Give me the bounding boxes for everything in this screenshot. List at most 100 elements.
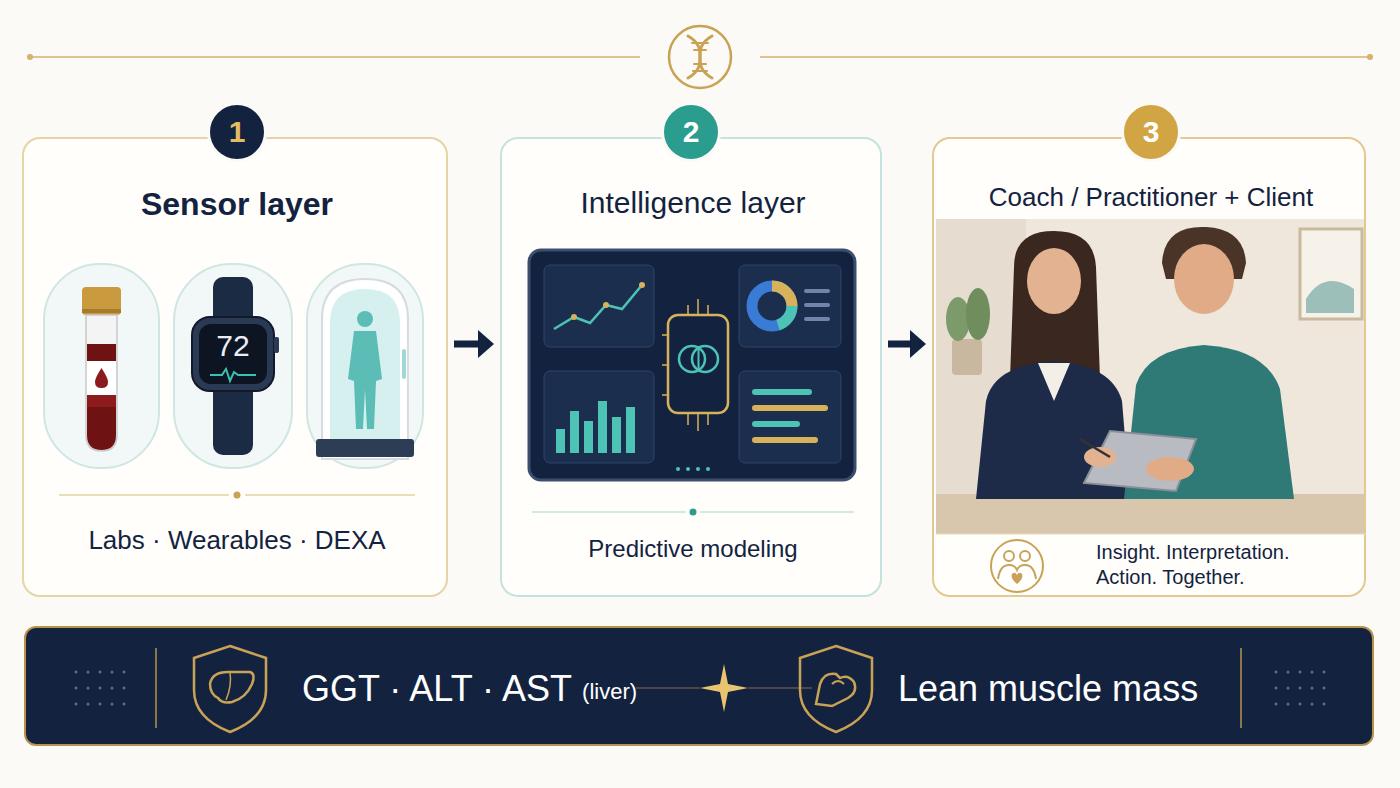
text-holder: GGT · ALT · AST xyxy=(302,666,572,711)
graphic-part xyxy=(772,286,792,306)
graphic-part xyxy=(612,417,621,453)
card-caption: Insight. Interpretation. Action. Togethe… xyxy=(1096,540,1346,590)
arrow-head xyxy=(910,330,926,358)
graphic-part xyxy=(626,407,635,453)
graphic-part xyxy=(1275,687,1278,690)
graphic-part xyxy=(584,421,593,453)
graphic-part xyxy=(194,646,266,732)
layer-card: Coach / Practitioner + ClientInsight. In… xyxy=(932,137,1366,597)
graphic-part xyxy=(75,687,78,690)
coaching-photo xyxy=(936,219,1366,592)
graphic-part xyxy=(698,348,700,371)
graphic-part xyxy=(1299,671,1302,674)
graphic-part xyxy=(936,494,1364,534)
graphic-part xyxy=(1299,687,1302,690)
card-heading: Sensor layer xyxy=(38,184,436,224)
graphic-part xyxy=(226,672,231,700)
graphic-part xyxy=(82,309,121,313)
graphic-part xyxy=(210,369,256,381)
graphic-part xyxy=(707,305,709,315)
marker-text: Lean muscle mass xyxy=(898,666,1198,711)
graphic-part xyxy=(707,413,709,425)
rule-dot xyxy=(27,54,33,60)
graphic-part xyxy=(556,429,565,453)
graphic-part xyxy=(1010,231,1100,379)
graphic-part xyxy=(75,703,78,706)
graphic-part xyxy=(75,671,78,674)
graphic-part xyxy=(111,687,114,690)
graphic-part xyxy=(59,494,229,496)
step-number: 2 xyxy=(683,117,700,147)
graphic-part xyxy=(1038,363,1070,401)
graphic-part xyxy=(991,540,1043,592)
card-caption: Predictive modeling xyxy=(516,534,870,564)
graphic-part xyxy=(532,511,686,513)
graphic-part xyxy=(700,664,748,712)
graphic-part xyxy=(936,219,1364,534)
graphic-part xyxy=(804,317,830,321)
graphic-part xyxy=(694,63,706,65)
graphic-part xyxy=(700,511,854,513)
graphic-part xyxy=(1323,703,1326,706)
graphic-part xyxy=(571,314,577,320)
dashboard-illustration xyxy=(529,250,855,516)
header-rule xyxy=(760,56,1370,58)
graphic-part xyxy=(544,371,654,463)
text-holder: Predictive modeling xyxy=(516,534,870,564)
card-heading: Intelligence layer xyxy=(516,184,870,222)
graphic-part xyxy=(1300,229,1362,319)
card-caption: Labs · Wearables · DEXA xyxy=(38,524,436,557)
graphic-part xyxy=(1012,573,1023,584)
graphic-part xyxy=(87,687,90,690)
watch-reading: 72 xyxy=(199,329,267,362)
graphic-part xyxy=(87,671,90,674)
graphic-part xyxy=(234,492,241,499)
graphic-part xyxy=(402,349,406,379)
arrow-head xyxy=(478,330,494,358)
graphic-part xyxy=(322,279,408,459)
text-holder: 72 xyxy=(199,329,267,362)
marker-band: GGT · ALT · AST(liver)Lean muscle mass xyxy=(24,626,1374,746)
graphic-part xyxy=(123,687,126,690)
graphic-part xyxy=(752,421,800,427)
step-badge: 1 xyxy=(207,102,267,162)
graphic-part xyxy=(95,368,108,388)
graphic-part xyxy=(686,467,690,471)
graphic-part xyxy=(688,36,712,78)
graphic-part xyxy=(82,287,121,315)
graphic-part xyxy=(1311,687,1314,690)
rule-dot xyxy=(1367,54,1373,60)
graphic-part xyxy=(99,687,102,690)
graphic-part xyxy=(1275,703,1278,706)
graphic-part xyxy=(529,250,855,480)
graphic-part xyxy=(778,306,792,325)
graphic-part xyxy=(816,674,855,706)
text-holder: Intelligence layer xyxy=(516,184,870,222)
graphic-part xyxy=(99,671,102,674)
graphic-part xyxy=(688,36,712,78)
graphic-part xyxy=(804,289,830,293)
step-badge: 3 xyxy=(1121,102,1181,162)
graphic-part xyxy=(1323,671,1326,674)
graphic-part xyxy=(1287,687,1290,690)
graphic-part xyxy=(966,288,990,340)
graphic-part xyxy=(123,671,126,674)
graphic-part xyxy=(174,264,292,468)
graphic-part xyxy=(1323,687,1326,690)
graphic-part xyxy=(87,703,90,706)
graphic-part xyxy=(199,324,267,384)
graphic-part xyxy=(668,315,728,413)
graphic-part xyxy=(1020,551,1030,561)
graphic-part xyxy=(1299,703,1302,706)
graphic-part xyxy=(832,681,844,684)
graphic-part xyxy=(1287,703,1290,706)
graphic-part xyxy=(752,405,828,411)
graphic-part xyxy=(694,49,706,51)
graphic-part xyxy=(693,70,707,72)
graphic-part xyxy=(1080,439,1110,457)
graphic-part xyxy=(687,305,689,315)
graphic-part xyxy=(1306,281,1354,313)
graphic-part xyxy=(44,264,159,468)
graphic-part xyxy=(697,299,699,315)
header-rule xyxy=(30,56,640,58)
